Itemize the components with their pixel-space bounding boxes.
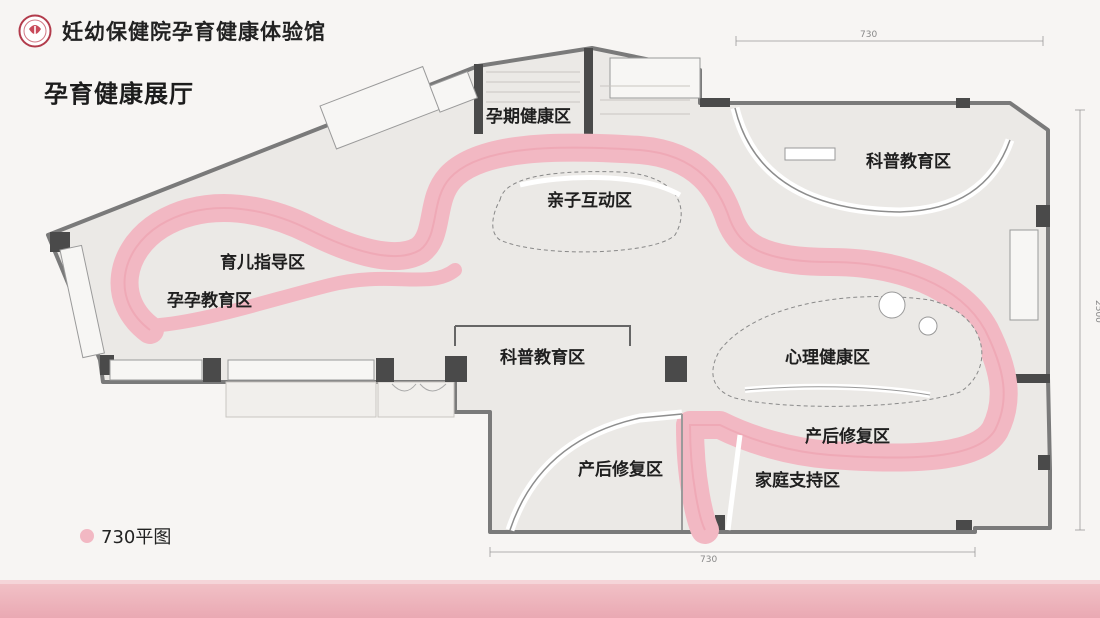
page-title: 孕育健康展厅 <box>44 80 194 108</box>
brand-title: 妊幼保健院孕育健康体验馆 <box>62 20 326 44</box>
zone-label-pregnancy-health: 孕期健康区 <box>486 106 571 127</box>
zone-label-parent-child: 亲子互动区 <box>547 190 632 211</box>
zone-label-preconception: 孕孕教育区 <box>167 290 252 311</box>
mental-health-island <box>712 296 983 407</box>
zone-label-parenting-guide: 育儿指导区 <box>220 252 305 273</box>
zone-label-postpartum-path: 产后修复区 <box>805 426 890 447</box>
zone-label-family-support: 家庭支持区 <box>755 470 840 491</box>
bottom-band-highlight <box>0 580 1100 586</box>
hospital-logo-icon <box>18 14 52 48</box>
round-seat-large <box>878 291 906 319</box>
header: 妊幼保健院孕育健康体验馆 <box>18 14 326 48</box>
bottom-decorative-band <box>0 584 1100 618</box>
entrance-area <box>225 381 377 418</box>
parent-child-island <box>492 171 682 253</box>
zone-label-mental-health: 心理健康区 <box>785 347 870 368</box>
dimension-bottom: 730 <box>700 555 717 565</box>
wall-cabinets <box>59 57 1039 381</box>
legend-label: 730平图 <box>101 527 172 548</box>
dimension-right: 2500 <box>1093 300 1100 323</box>
zone-label-postpartum-room: 产后修复区 <box>578 459 663 480</box>
zone-label-science-edu-top: 科普教育区 <box>866 151 951 172</box>
round-seat-small <box>918 316 938 336</box>
zone-label-science-edu-center: 科普教育区 <box>500 347 585 368</box>
legend: 730平图 <box>80 523 171 549</box>
dimension-top: 730 <box>860 30 877 40</box>
dimension-lines <box>489 36 1085 557</box>
science-edu-display-table <box>784 147 836 161</box>
legend-dot-icon <box>80 529 94 543</box>
